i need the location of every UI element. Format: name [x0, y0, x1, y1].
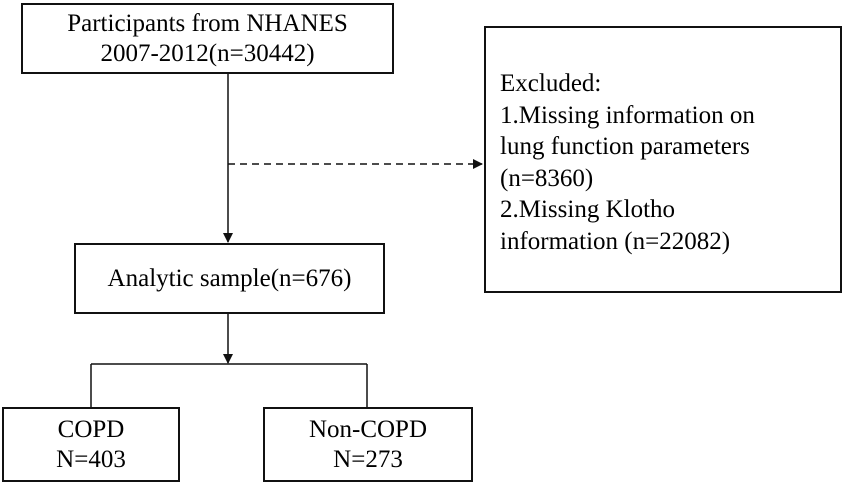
non-copd-box: Non-COPD N=273 [263, 407, 473, 482]
copd-count: N=403 [56, 445, 126, 473]
participants-line2: 2007-2012(n=30442) [100, 39, 315, 67]
excluded-line4: 2.Missing Klotho [500, 196, 676, 223]
analytic-sample-box: Analytic sample(n=676) [74, 243, 385, 314]
excluded-line3: (n=8360) [500, 164, 594, 192]
copd-box: COPD N=403 [2, 407, 180, 482]
non-copd-label: Non-COPD [308, 415, 428, 443]
non-copd-count: N=273 [333, 445, 403, 473]
excluded-line5: information (n=22082) [500, 227, 731, 255]
excluded-line2: lung function parameters [500, 133, 750, 160]
excluded-line1: 1.Missing information on [500, 101, 755, 129]
participants-line1: Participants from NHANES [67, 9, 348, 37]
excluded-heading: Excluded: [500, 70, 602, 97]
analytic-sample-label: Analytic sample(n=676) [107, 264, 352, 292]
excluded-box: Excluded: 1.Missing information on lung … [484, 26, 842, 293]
participants-box: Participants from NHANES 2007-2012(n=304… [21, 3, 394, 74]
copd-label: COPD [57, 415, 125, 443]
